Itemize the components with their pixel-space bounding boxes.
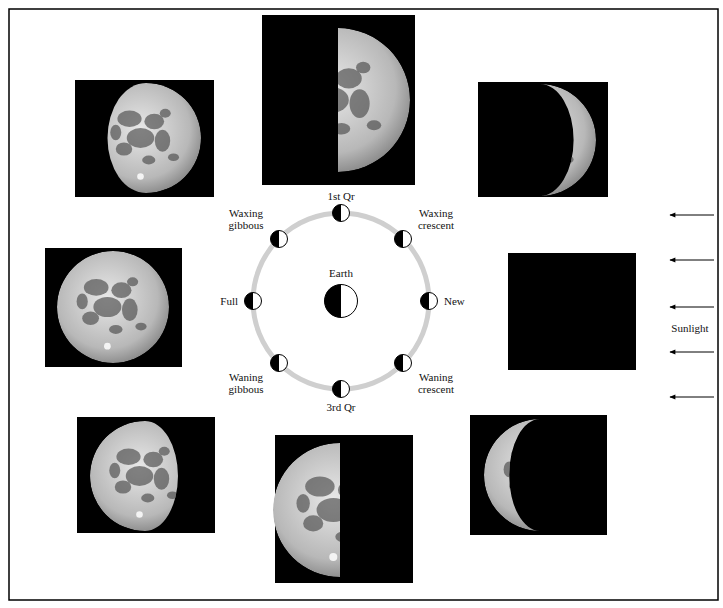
moon-photo — [45, 248, 182, 367]
half-lit-disk — [332, 204, 350, 222]
phase-label: 1st Qr — [327, 190, 354, 202]
half-lit-disk — [324, 284, 358, 318]
phase-label: 3rd Qr — [326, 401, 355, 413]
phase-label: Waxing gibbous — [229, 207, 264, 231]
half-lit-disk — [394, 354, 412, 372]
moon-photo — [77, 417, 215, 533]
sunlight-arrows — [670, 215, 714, 397]
moon-photo — [470, 415, 607, 535]
moon-photo — [75, 80, 214, 197]
phase-icon: 3rd Qr — [332, 380, 350, 398]
phase-icon: Waxing gibbous — [270, 230, 288, 248]
orbit-ring — [253, 213, 429, 389]
half-lit-disk — [270, 230, 288, 248]
half-lit-disk — [332, 380, 350, 398]
frame — [9, 9, 718, 600]
sunlight-label: Sunlight — [671, 322, 708, 334]
half-lit-disk — [420, 292, 438, 310]
half-lit-disk — [244, 292, 262, 310]
phase-icon: New — [420, 292, 438, 310]
phase-label: Waning crescent — [418, 371, 454, 395]
moon-photo — [273, 435, 413, 583]
phase-icon: 1st Qr — [332, 204, 350, 222]
phase-label: Waning gibbous — [229, 371, 264, 395]
phase-label: Full — [220, 295, 238, 307]
phase-icon: Waning gibbous — [270, 354, 288, 372]
earth-label: Earth — [329, 267, 353, 279]
moon-photos — [45, 15, 636, 583]
phase-label: New — [444, 295, 465, 307]
phase-icon: Waning crescent — [394, 354, 412, 372]
phase-icon: Waxing crescent — [394, 230, 412, 248]
moon-photo — [478, 82, 608, 197]
moon-photo — [262, 15, 415, 185]
phase-label: Waxing crescent — [418, 207, 454, 231]
phase-icon: Full — [244, 292, 262, 310]
half-lit-disk — [394, 230, 412, 248]
earth-circle: Earth — [324, 284, 358, 318]
moon-photo — [508, 253, 636, 370]
half-lit-disk — [270, 354, 288, 372]
